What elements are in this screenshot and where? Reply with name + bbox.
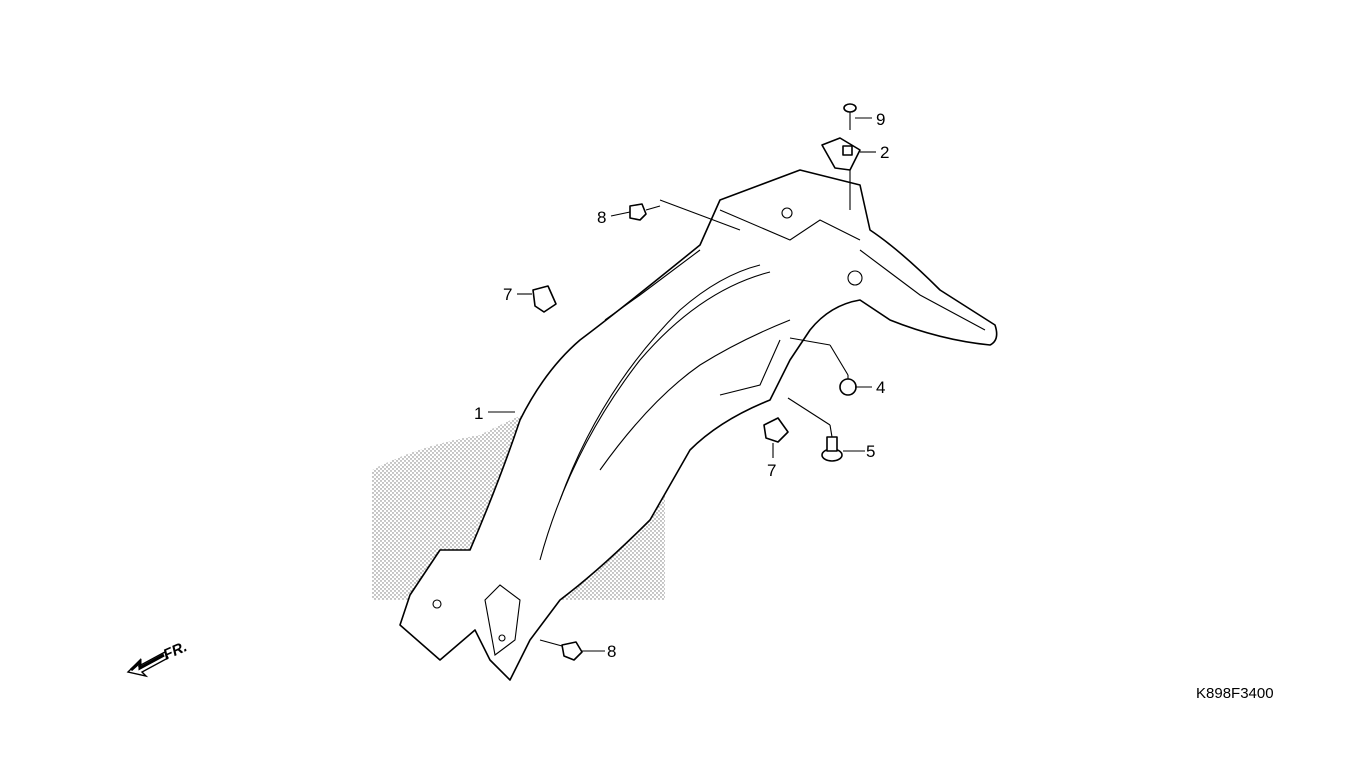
clip-7-upper-icon [532, 285, 557, 313]
callout-4: 4 [876, 378, 885, 397]
front-arrow-icon [126, 651, 169, 678]
callout-5: 5 [866, 442, 875, 461]
callout-7-lower: 7 [767, 461, 776, 480]
callout-2: 2 [880, 143, 889, 162]
bolt-5-icon [821, 436, 843, 462]
callout-8-lower: 8 [607, 642, 616, 661]
bolt-9-icon [843, 103, 857, 130]
drawing-code: K898F3400 [1196, 685, 1274, 702]
bolt-8-upper-icon [629, 203, 661, 221]
callout-7-upper: 7 [503, 285, 512, 304]
front-label: FR. [161, 638, 190, 663]
screw-4-icon [839, 375, 857, 396]
callout-1: 1 [474, 404, 483, 423]
callout-9: 9 [876, 110, 885, 129]
leader-lines [488, 117, 876, 652]
clip-7-lower-icon [763, 417, 789, 443]
rear-fender [399, 169, 998, 681]
bracket-2-icon [821, 137, 861, 171]
callout-8-upper: 8 [597, 208, 606, 227]
bolt-8-lower-icon [561, 641, 583, 661]
